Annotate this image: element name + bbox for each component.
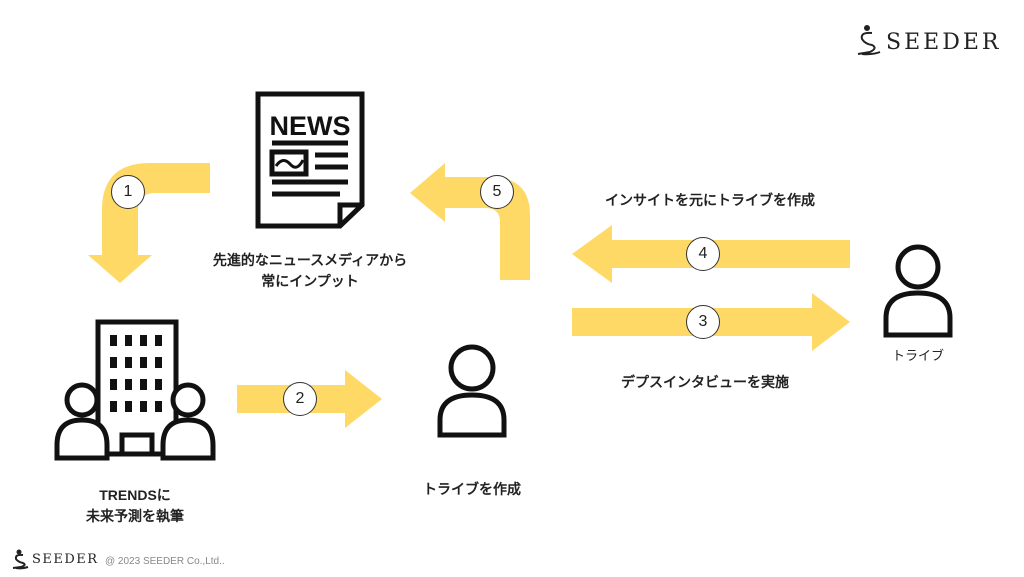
insight-label: インサイトを元にトライブを作成 bbox=[605, 192, 815, 208]
interview-label: デプスインタビューを実施 bbox=[621, 374, 789, 390]
footer-logo: SEEDER bbox=[32, 552, 99, 567]
step-3-badge: 3 bbox=[686, 305, 720, 339]
step-5-badge: 5 bbox=[480, 175, 514, 209]
step-4-badge: 4 bbox=[686, 237, 720, 271]
tribe-person-icon bbox=[883, 244, 953, 338]
step-2-badge: 2 bbox=[283, 382, 317, 416]
news-icon-text: NEWS bbox=[270, 111, 351, 141]
copyright: @ 2023 SEEDER Co.,Ltd.. bbox=[105, 556, 225, 567]
brand-logo: SEEDER bbox=[886, 30, 1002, 55]
building-people-icon bbox=[54, 319, 216, 461]
person-icon bbox=[437, 344, 507, 438]
step-1-badge: 1 bbox=[111, 175, 145, 209]
news-label: 先進的なニュースメディアから 常にインプット bbox=[190, 250, 430, 292]
seeder-logo-mark bbox=[12, 25, 881, 570]
create-tribe-label: トライブを作成 bbox=[423, 481, 521, 497]
newspaper-icon bbox=[255, 91, 365, 229]
trends-label-line-2: 未来予測を執筆 bbox=[86, 508, 184, 524]
trends-label: TRENDSに 未来予測を執筆 bbox=[60, 485, 210, 527]
news-label-line-1: 先進的なニュースメディアから bbox=[212, 252, 408, 268]
trends-label-line-1: TRENDSに bbox=[99, 487, 171, 503]
tribe-label: トライブ bbox=[891, 348, 944, 363]
news-label-line-2: 常にインプット bbox=[261, 273, 359, 289]
